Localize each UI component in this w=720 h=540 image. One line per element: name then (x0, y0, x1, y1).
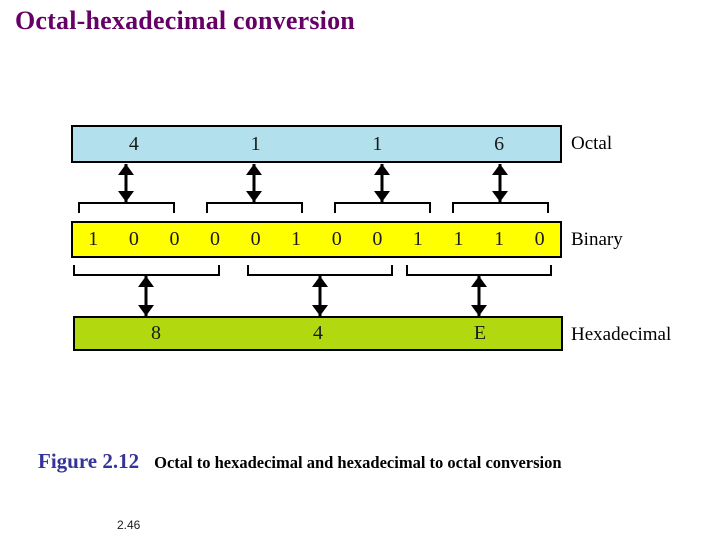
group-bracket-4bit (247, 265, 393, 276)
figure-caption-text: Octal to hexadecimal and hexadecimal to … (154, 453, 562, 472)
double-arrow-icon (118, 164, 134, 202)
digit: E (473, 322, 487, 344)
digit: 1 (88, 228, 99, 250)
group-bracket-3bit (78, 202, 175, 213)
digit: 6 (494, 132, 505, 155)
digit: 0 (331, 228, 342, 250)
digit: 4 (313, 322, 323, 344)
group-bracket-3bit (334, 202, 431, 213)
digit: 1 (494, 228, 505, 250)
octal-bar: 4 1 1 6 (71, 125, 562, 163)
double-arrow-icon (138, 276, 154, 316)
figure-number-label: Figure 2.12 (38, 449, 140, 473)
page-number: 2.46 (117, 518, 141, 532)
digit: 0 (534, 228, 545, 250)
hexadecimal-bar: 8 4 E (73, 316, 563, 351)
digit: 0 (210, 228, 221, 250)
double-arrow-icon (492, 164, 508, 202)
digit: 0 (250, 228, 261, 250)
binary-bar: 1 0 0 0 0 1 0 0 1 1 1 0 (71, 221, 562, 258)
page-title: Octal-hexadecimal conversion (15, 6, 355, 35)
digit: 4 (128, 132, 139, 155)
figure-caption: Figure 2.12 Octal to hexadecimal and hex… (38, 449, 562, 474)
double-arrow-icon (471, 276, 487, 316)
group-bracket-4bit (406, 265, 552, 276)
digit: 1 (291, 228, 302, 250)
group-bracket-3bit (206, 202, 303, 213)
digit: 1 (372, 132, 383, 155)
digit: 0 (128, 228, 139, 250)
double-arrow-icon (374, 164, 390, 202)
digit: 0 (372, 228, 383, 250)
digit: 8 (151, 322, 161, 344)
octal-label: Octal (571, 133, 613, 154)
double-arrow-icon (246, 164, 262, 202)
hexadecimal-label: Hexadecimal (571, 324, 672, 345)
group-bracket-3bit (452, 202, 549, 213)
digit: 1 (412, 228, 423, 250)
digit: 0 (169, 228, 180, 250)
double-arrow-icon (312, 276, 328, 316)
binary-label: Binary (571, 229, 623, 250)
group-bracket-4bit (73, 265, 220, 276)
digit: 1 (453, 228, 464, 250)
digit: 1 (250, 132, 261, 155)
